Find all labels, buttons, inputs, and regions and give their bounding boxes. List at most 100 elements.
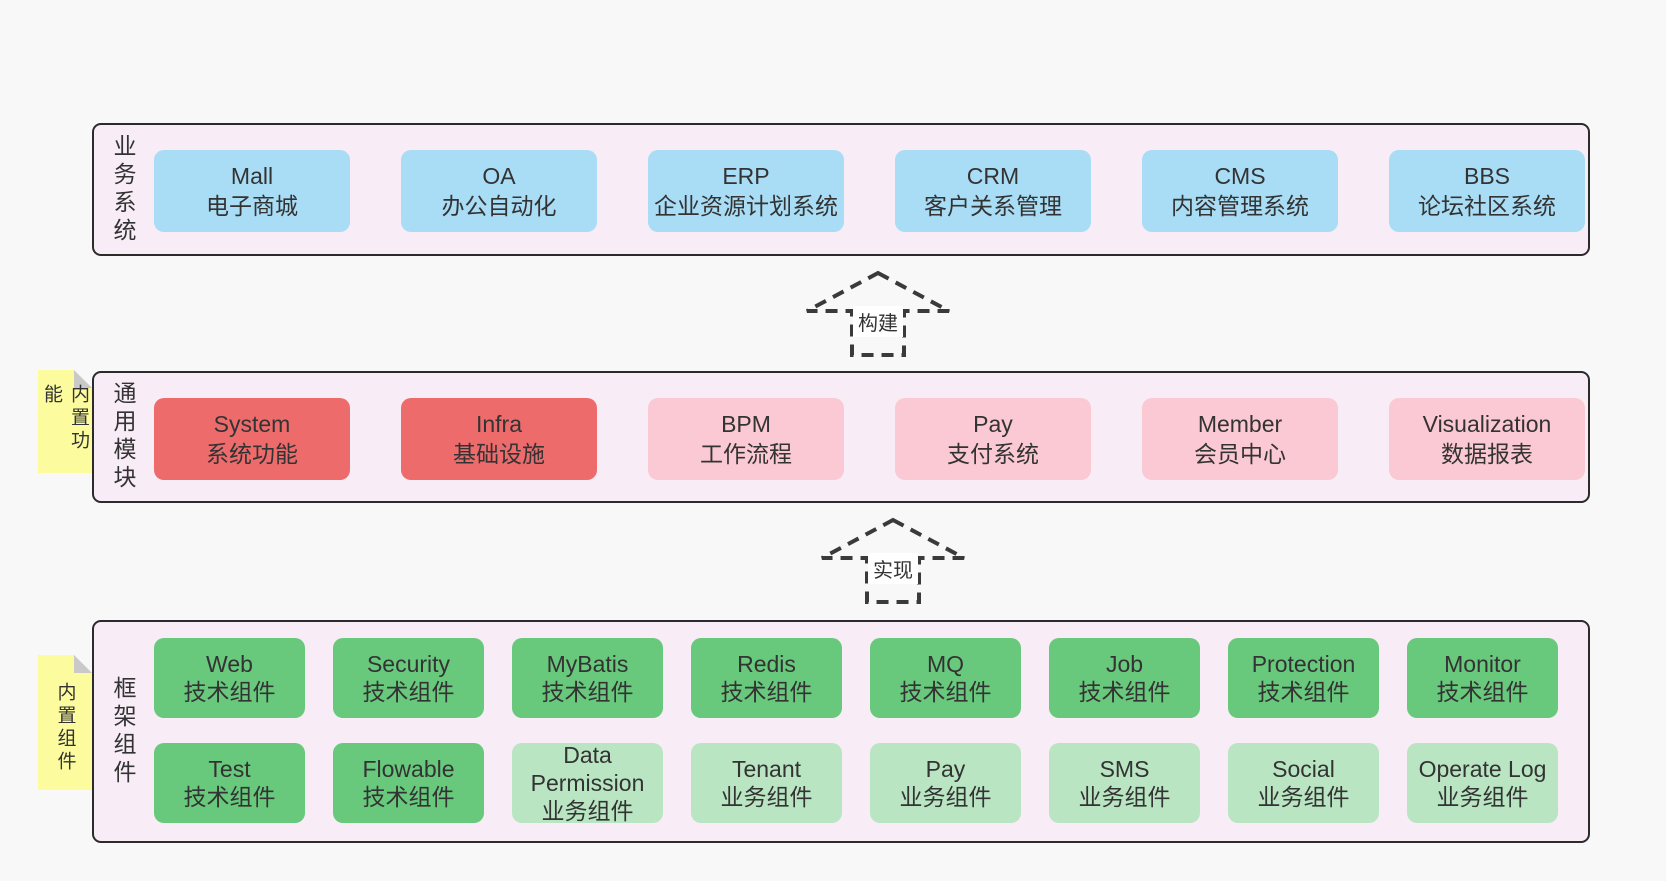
sticky-note-label: 内置功能	[41, 384, 89, 453]
box-title: CRM	[966, 163, 1020, 189]
box-subtitle: 内容管理系统	[1171, 193, 1309, 219]
box-subtitle: 业务组件	[541, 798, 634, 823]
box-subtitle: 业务组件	[1436, 784, 1529, 810]
sticky-note-icon	[38, 370, 92, 473]
box-subtitle: 企业资源计划系统	[654, 193, 838, 219]
component-box-cms: CMS 内容管理系统	[1142, 150, 1338, 232]
box-subtitle: 业务组件	[899, 784, 992, 810]
box-title: Security	[366, 651, 451, 677]
box-title: MyBatis	[546, 651, 629, 677]
component-box-bpm: BPM 工作流程	[648, 398, 844, 480]
component-box-erp: ERP 企业资源计划系统	[648, 150, 844, 232]
box-subtitle: 技术组件	[541, 679, 634, 705]
box-title: MQ	[926, 651, 965, 677]
sticky-note-label: 内置组件	[54, 681, 76, 774]
sticky-note-built-in-components: 内置组件	[38, 655, 92, 790]
arrow-implement-label: 实现	[868, 553, 918, 584]
box-subtitle: 技术组件	[720, 679, 813, 705]
arrow-build: 构建	[804, 270, 952, 358]
box-subtitle: 工作流程	[700, 441, 792, 467]
box-title: Monitor	[1444, 651, 1521, 677]
box-title: Infra	[475, 411, 523, 437]
box-title: Flowable	[362, 756, 455, 782]
box-title: Operate Log	[1418, 756, 1547, 782]
box-subtitle: 支付系统	[947, 441, 1039, 467]
box-subtitle: 基础设施	[453, 441, 545, 467]
box-subtitle: 技术组件	[362, 679, 455, 705]
box-subtitle: 业务组件	[1257, 784, 1350, 810]
box-subtitle: 技术组件	[362, 784, 455, 810]
section-label-business-systems: 业务系统	[110, 133, 136, 246]
box-subtitle: 技术组件	[183, 784, 276, 810]
box-title: Pay	[973, 411, 1013, 437]
box-subtitle: 业务组件	[1078, 784, 1171, 810]
component-box-system: System 系统功能	[154, 398, 350, 480]
arrow-build-label: 构建	[853, 306, 903, 337]
box-title: OA	[482, 163, 516, 189]
box-subtitle: 技术组件	[1436, 679, 1529, 705]
box-title: CMS	[1214, 163, 1266, 189]
box-title: Redis	[737, 651, 796, 677]
box-title: Tenant	[731, 756, 802, 782]
box-title: Data Permission	[530, 743, 645, 796]
box-subtitle: 技术组件	[1257, 679, 1350, 705]
box-title: BBS	[1463, 163, 1511, 189]
section-common-modules: 通用模块 System 系统功能 Infra 基础设施 BPM 工作流程 Pay 支付系统 Me…	[92, 371, 1590, 503]
box-title: Job	[1105, 651, 1144, 677]
box-subtitle: 系统功能	[206, 441, 298, 467]
box-subtitle: 论坛社区系统	[1418, 193, 1556, 219]
box-subtitle: 数据报表	[1441, 441, 1533, 467]
component-box-bbs: BBS 论坛社区系统	[1389, 150, 1585, 232]
box-title: Mall	[230, 163, 274, 189]
box-title: Member	[1197, 411, 1283, 437]
box-title: Protection	[1251, 651, 1356, 677]
box-subtitle: 会员中心	[1194, 441, 1286, 467]
box-grid: System 系统功能 Infra 基础设施 BPM 工作流程 Pay 支付系统 Member 会…	[154, 398, 1585, 480]
section-label-framework-components: 框架组件	[110, 675, 136, 788]
component-box-pay: Pay 支付系统	[895, 398, 1091, 480]
box-subtitle: 技术组件	[183, 679, 276, 705]
box-subtitle: 技术组件	[899, 679, 992, 705]
box-title: Test	[208, 756, 251, 782]
component-box-crm: CRM 客户关系管理	[895, 150, 1091, 232]
box-title: System	[213, 411, 291, 437]
box-title: SMS	[1099, 756, 1150, 782]
box-title: Visualization	[1422, 411, 1552, 437]
box-title: BPM	[721, 411, 771, 437]
box-subtitle: 客户关系管理	[924, 193, 1062, 219]
box-subtitle: 办公自动化	[441, 193, 557, 219]
component-box-member: Member 会员中心	[1142, 398, 1338, 480]
arrow-up-icon	[821, 517, 965, 604]
box-title: ERP	[722, 163, 770, 189]
box-title: Web	[206, 651, 253, 677]
sticky-note-built-in-features: 内置功能	[38, 370, 92, 473]
section-label-common-modules: 通用模块	[110, 381, 136, 493]
component-box-oa: OA 办公自动化	[401, 150, 597, 232]
arrow-implement: 实现	[819, 517, 967, 605]
component-box-infra: Infra 基础设施	[401, 398, 597, 480]
box-subtitle: 业务组件	[720, 784, 813, 810]
component-box-visualization: Visualization 数据报表	[1389, 398, 1585, 480]
box-title: Pay	[925, 756, 966, 782]
box-subtitle: 技术组件	[1078, 679, 1171, 705]
